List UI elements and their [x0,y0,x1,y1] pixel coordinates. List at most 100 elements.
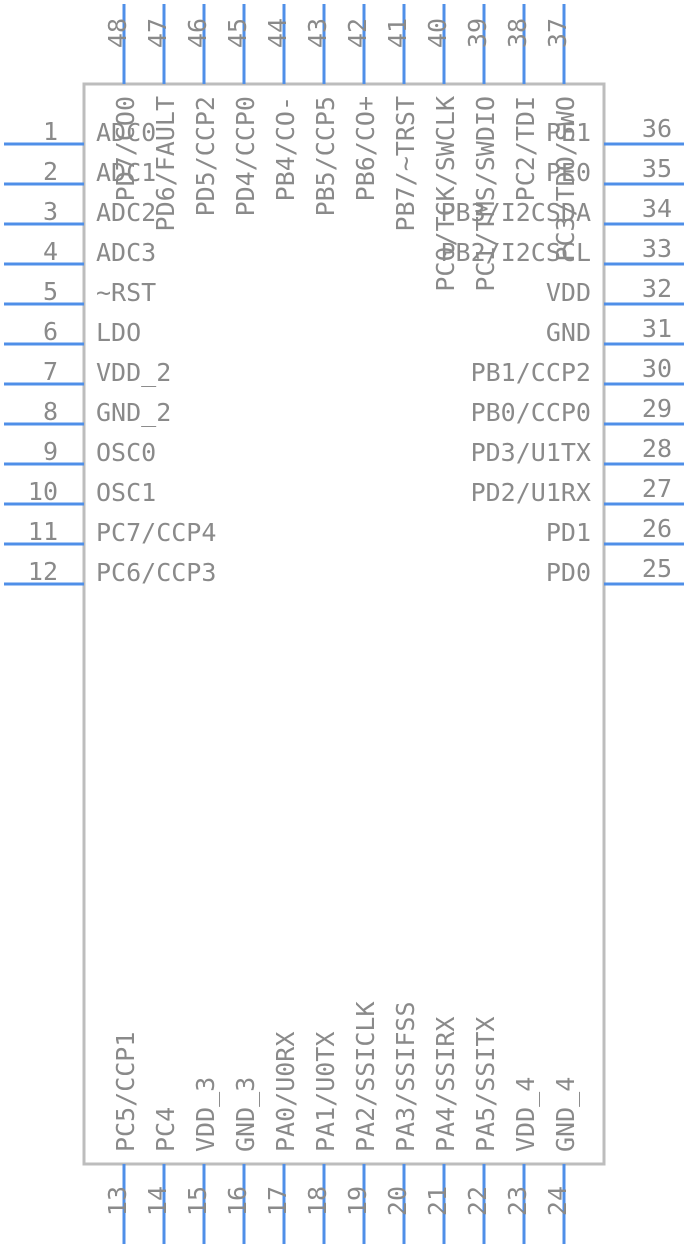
pin-number: 32 [642,274,672,303]
pin-number: 12 [28,557,58,586]
pin-number: 33 [642,234,672,263]
pin-number: 1 [43,117,58,146]
pins-right: 36PE135PE034PB3/I2CSDA33PB2/I2CSCL32VDD3… [440,114,684,587]
pin-name: PC1/TMS/SWDIO [471,96,500,292]
pin-name: PC5/CCP1 [111,1032,140,1152]
pin-name: VDD_4 [511,1077,540,1152]
pin-name: PB3/I2CSDA [440,198,591,227]
pin-12: 12 PC6/CCP3 [4,557,216,587]
pin-32: 32 VDD [546,274,684,307]
pin-number: 14 [143,1186,172,1216]
pin-number: 28 [642,434,672,463]
pin-name: PC4 [151,1107,180,1152]
pin-name: PB5/CCP5 [311,96,340,216]
pin-name: OSC1 [96,478,156,507]
pin-name: VDD [546,278,591,307]
pin-name: PB4/CO- [271,96,300,201]
pin-name: PA0/U0RX [271,1032,300,1152]
pin-name: PD6/FAULT [151,96,180,231]
pin-name: GND [546,318,591,347]
pin-name: PA4/SSIRX [431,1017,460,1152]
pin-name: PE0 [546,158,591,187]
pin-number: 29 [642,394,672,423]
pin-11: 11 PC7/CCP4 [4,517,216,547]
pin-number: 19 [343,1186,372,1216]
pin-name: PA3/SSIFSS [391,1001,420,1152]
pin-number: 37 [543,18,572,48]
pin-21: 21 PA4/SSIRX [423,1017,460,1244]
pin-number: 34 [642,194,672,223]
pin-number: 45 [223,18,252,48]
pin-6: 6 LDO [4,317,141,347]
pin-name: PD5/CCP2 [191,96,220,216]
pin-number: 35 [642,154,672,183]
pin-name: PC7/CCP4 [96,518,216,547]
pin-name: PC6/CCP3 [96,558,216,587]
pin-number: 11 [28,517,58,546]
pin-name: GND_2 [96,398,171,427]
pin-number: 47 [143,18,172,48]
pin-name: ADC1 [96,158,156,187]
pin-name: PB2/I2CSCL [440,238,591,267]
pin-number: 18 [303,1186,332,1216]
pin-name: VDD_2 [96,358,171,387]
pin-name: PA2/SSICLK [351,1001,380,1152]
pin-number: 20 [383,1186,412,1216]
pin-name: VDD_3 [191,1077,220,1152]
pin-name: PB1/CCP2 [471,358,591,387]
pin-number: 30 [642,354,672,383]
pin-name: ADC2 [96,198,156,227]
pin-5: 5~RST [4,277,156,307]
pin-number: 21 [423,1186,452,1216]
pin-number: 39 [463,18,492,48]
pin-number: 31 [642,314,672,343]
pin-number: 41 [383,18,412,48]
ic-body-outline [82,82,606,1166]
pin-number: 15 [183,1186,212,1216]
pin-35: 35 PE0 [546,154,684,187]
pin-number: 44 [263,18,292,48]
pin-name: LDO [96,318,141,347]
pin-name: PA1/U0TX [311,1032,340,1152]
pin-9: 9 OSC0 [4,437,156,467]
pin-20: 20 PA3/SSIFSS [383,1001,420,1244]
pin-number: 17 [263,1186,292,1216]
pin-number: 6 [43,317,58,346]
pin-number: 9 [43,437,58,466]
pin-number: 2 [43,157,58,186]
pin-name: OSC0 [96,438,156,467]
pin-name: PE1 [546,118,591,147]
pin-name: ADC0 [96,118,156,147]
pin-name: PB0/CCP0 [471,398,591,427]
pin-name: PD4/CCP0 [231,96,260,216]
pin-name: PD1 [546,518,591,547]
pin-34: 34 PB3/I2CSDA [440,194,684,227]
pin-number: 22 [463,1186,492,1216]
pin-1: 1 ADC0 [4,117,156,147]
pin-30: 30 PB1/CCP2 [471,354,684,387]
pin-name: PD3/U1TX [471,438,591,467]
